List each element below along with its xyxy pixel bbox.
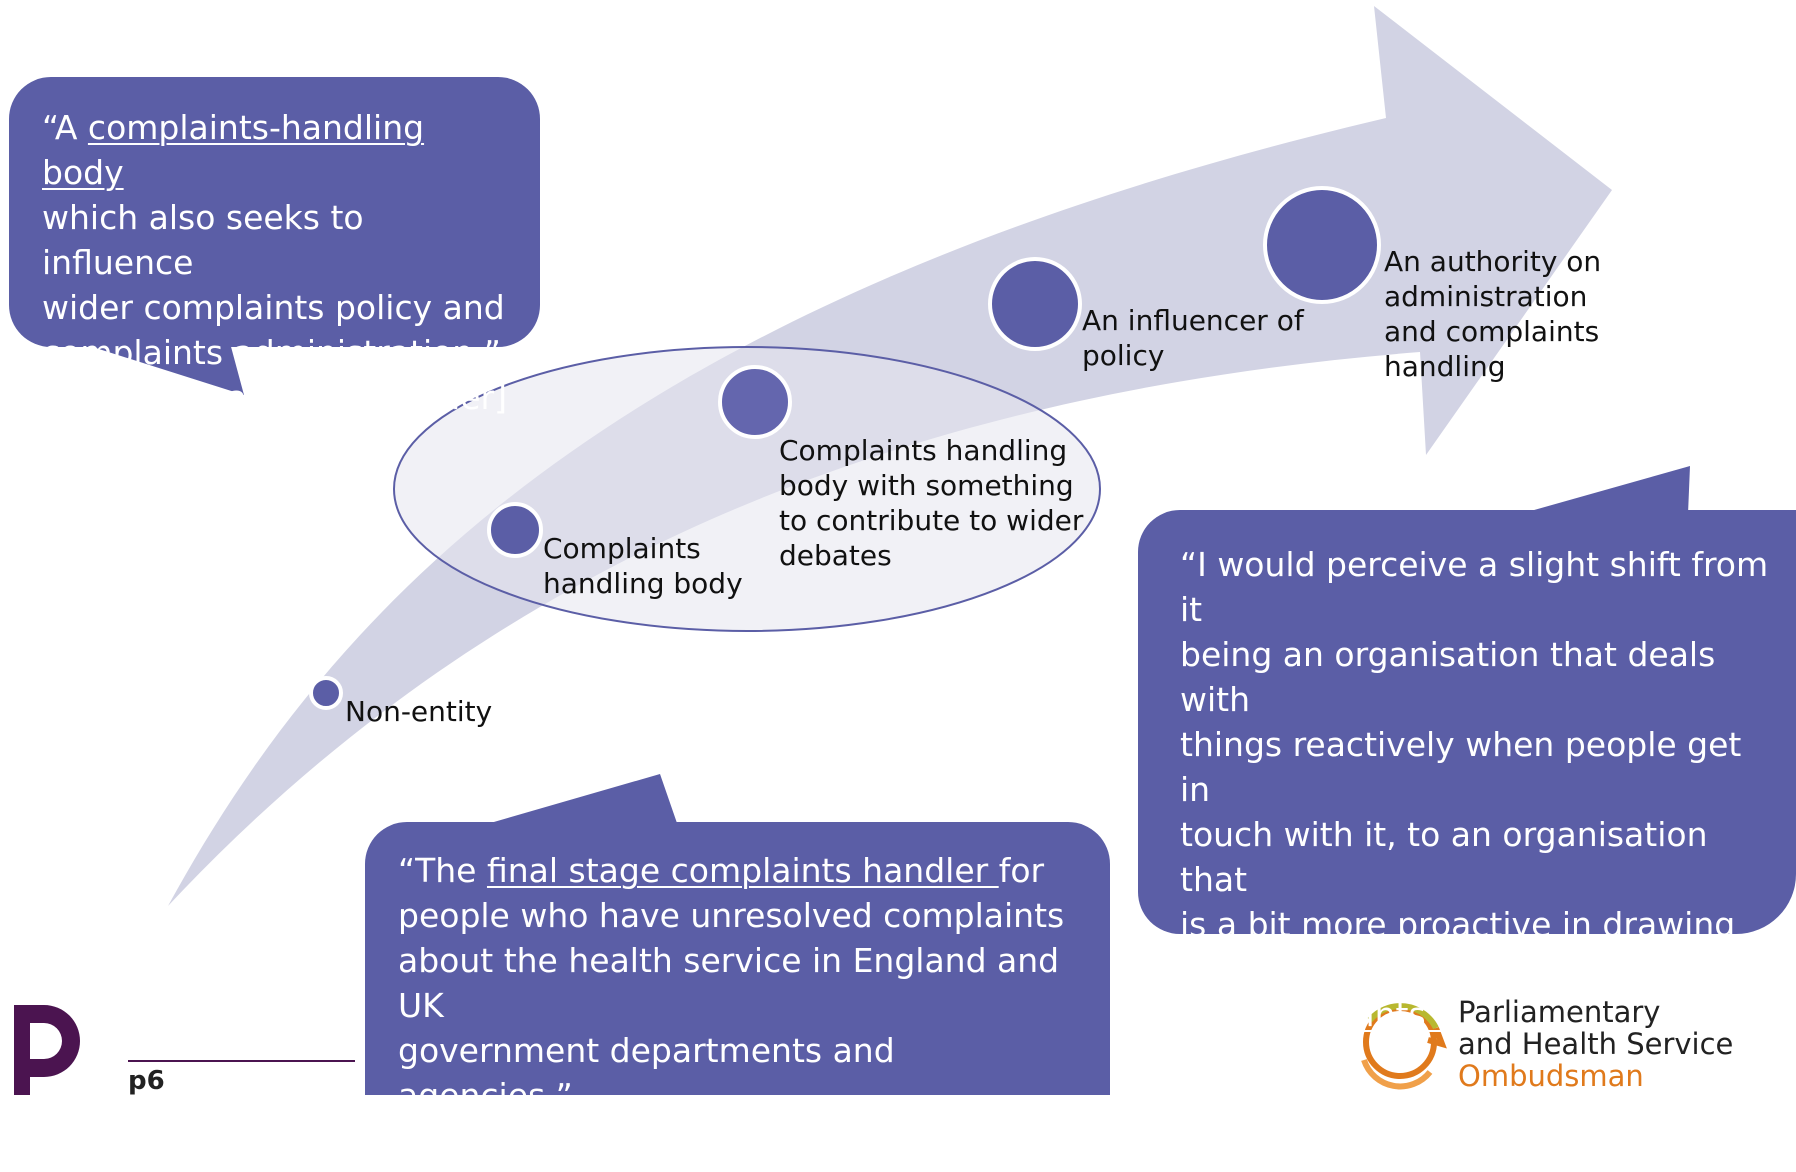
quote-attribution: [Health stakeholder] [1427,1130,1766,1169]
ombudsman-logo-text: Parliamentary and Health Service Ombudsm… [1458,995,1734,1093]
quote-highlight: complaints-handling body [42,108,425,192]
quote-line: government departments and agencies.” [398,1031,895,1115]
stage-node-influencer-of-policy [988,257,1082,351]
stage-label-non-entity: Non-entity [345,695,493,728]
quote-line: things reactively when people get in [1180,725,1742,809]
publisher-logo-icon [14,1005,80,1095]
stage-node-contribute-wider-debates [718,365,792,439]
quote-line: for [998,851,1045,890]
stage-node-authority [1263,186,1381,304]
quote-attribution: [Non-health stakeholder] [664,1121,1077,1160]
quote-line: complaints administration.” [42,333,501,372]
stage-label-contribute-wider-debates: Complaints handling body with something … [779,434,1084,572]
quote-line: wider complaints policy and [42,288,505,327]
quote-line: being an organisation that deals with [1180,635,1716,719]
stage-label-authority: An authority on administration and compl… [1384,245,1602,383]
footer-rule [128,1060,355,1062]
quote-line: which also seeks to influence [42,198,364,282]
progression-arrow [168,6,1612,906]
quote-open: “The [398,851,487,890]
quote-highlight: final stage complaints handler [486,851,999,890]
diagram-canvas [14,6,1690,1095]
page-number: p6 [128,1066,165,1096]
quote-right-tail [1520,466,1690,514]
quote-highlight: a bit more proactive in drawing on [1180,905,1736,989]
quote-line: is [1180,905,1217,944]
quote-highlight: the complaints it’s had to try and use [1180,995,1732,1079]
quote-line: “I would perceive a slight shift from it [1180,545,1769,629]
quote-bubble-bottom: “The final stage complaints handler for … [365,822,1110,1160]
quote-line: touch with it, to an organisation that [1180,815,1708,899]
stage-label-influencer-of-policy: An influencer of policy [1082,304,1304,372]
stage-label-complaints-handling-body: Complaints handling body [543,532,743,600]
quote-bubble-right: “I would perceive a slight shift from it… [1138,510,1796,1169]
complaints-handling-group-ellipse [393,346,1101,632]
quote-attribution: [Non-health stakeholder] [94,378,507,417]
quote-bottom-tail [480,774,678,826]
quote-top-left-tail [80,343,244,395]
stage-node-complaints-handling-body [487,502,543,558]
ombudsman-logo-icon [1361,1003,1447,1090]
quote-bubble-top-left: “A complaints-handling body which also s… [9,77,540,417]
quote-line: about the health service in England and … [398,941,1060,1025]
quote-open: “A [42,108,88,147]
stage-node-non-entity [309,676,343,710]
quote-line: people who have unresolved complaints [398,896,1065,935]
